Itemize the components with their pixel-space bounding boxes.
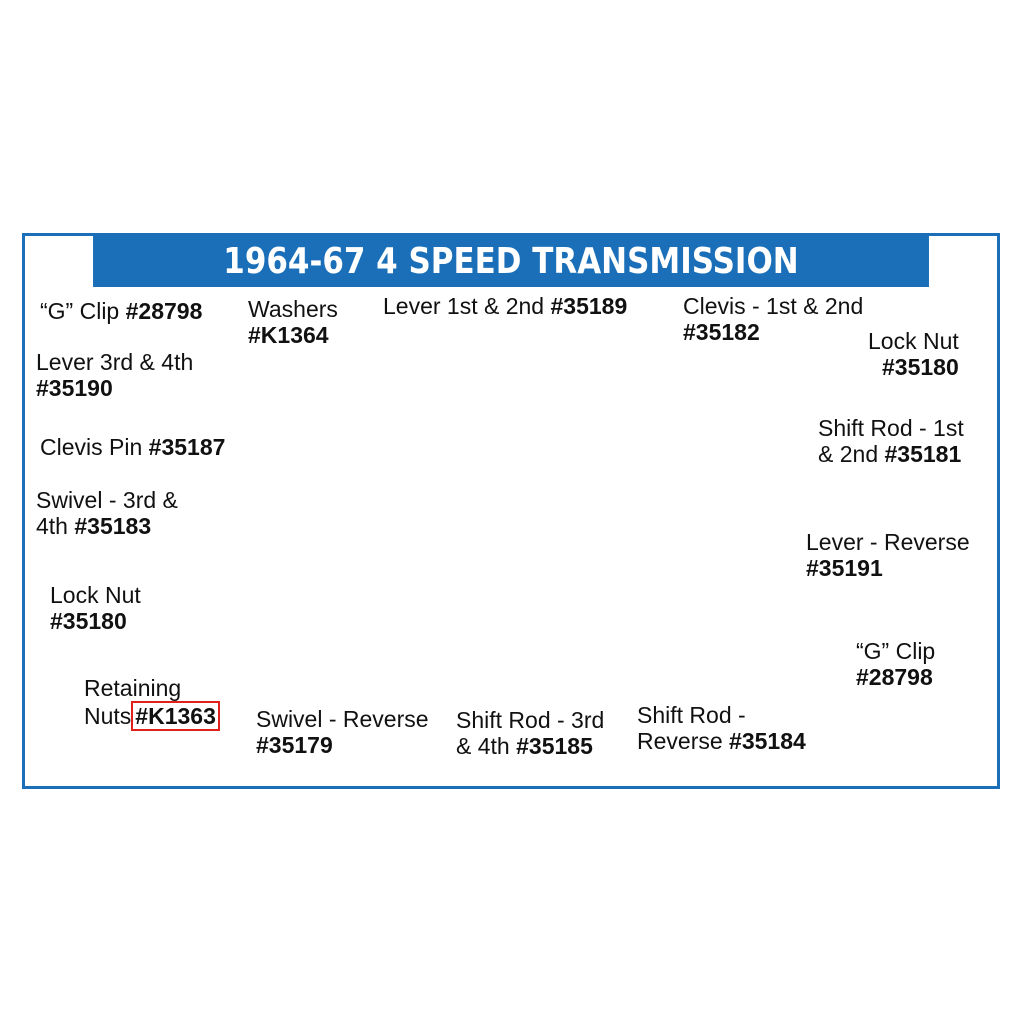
- label-shift-rod-reverse: Shift Rod - Reverse #35184: [637, 702, 806, 754]
- label-swivel-3rd-4th: Swivel - 3rd & 4th #35183: [36, 487, 178, 539]
- label-shift-rod-1st-2nd: Shift Rod - 1st & 2nd #35181: [818, 415, 964, 467]
- label-lever-3rd-4th: Lever 3rd & 4th #35190: [36, 349, 194, 401]
- label-lock-nut-left: Lock Nut #35180: [50, 582, 141, 634]
- label-lever-1st-2nd: Lever 1st & 2nd #35189: [383, 293, 628, 319]
- highlighted-part-number: #K1363: [131, 701, 220, 731]
- label-retaining-nuts: Retaining Nuts#K1363: [84, 675, 220, 731]
- label-washers: Washers #K1364: [248, 296, 338, 348]
- diagram-frame: 1964-67 4 SPEED TRANSMISSION: [22, 233, 1000, 789]
- label-lever-reverse: Lever - Reverse #35191: [806, 529, 970, 581]
- diagram-title: 1964-67 4 SPEED TRANSMISSION: [93, 236, 929, 287]
- label-clevis-1st-2nd: Clevis - 1st & 2nd #35182: [683, 293, 864, 345]
- label-lock-nut-top: Lock Nut #35180: [868, 328, 959, 380]
- label-clevis-pin: Clevis Pin #35187: [40, 434, 226, 460]
- label-swivel-reverse: Swivel - Reverse #35179: [256, 706, 429, 758]
- label-g-clip-right: “G” Clip #28798: [856, 638, 936, 690]
- label-g-clip-top: “G” Clip #28798: [40, 298, 203, 324]
- label-shift-rod-3rd-4th: Shift Rod - 3rd & 4th #35185: [456, 707, 605, 759]
